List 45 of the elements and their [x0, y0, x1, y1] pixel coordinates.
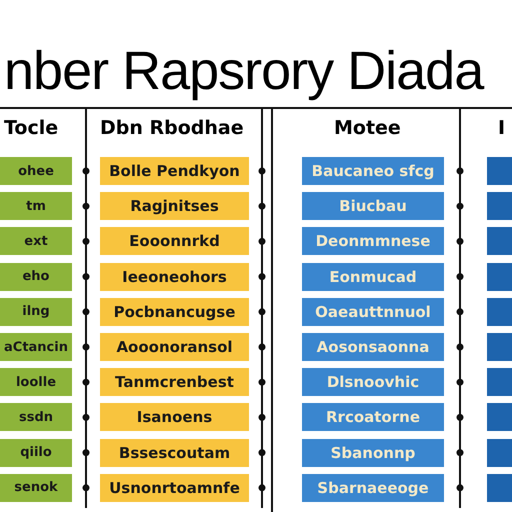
- column-header: Dbn Rbodhae: [100, 117, 244, 139]
- row-box: qiilo: [0, 438, 72, 467]
- row-box: Baucaneo sfcg: [302, 157, 444, 185]
- row-box: aCtancin: [0, 333, 72, 361]
- row-box: ext: [0, 227, 72, 256]
- row-box: Pocbnancugse: [100, 298, 249, 326]
- row-box: Sbarnaeeoge: [302, 474, 444, 502]
- row-bar: [487, 298, 512, 326]
- row-bar: [487, 333, 512, 361]
- row-box: Eonmucad: [302, 262, 444, 291]
- row-bar: [487, 368, 512, 396]
- title: nber Rapsrory Diada: [4, 40, 484, 102]
- row-box: Ieeoneohors: [100, 262, 249, 291]
- row-box: Tanmcrenbest: [100, 368, 249, 396]
- row-bar: [487, 157, 512, 185]
- column-header: Motee: [334, 117, 401, 139]
- row-box: Oaeauttnnuol: [302, 298, 444, 326]
- row-box: Aosonsaonna: [302, 333, 444, 361]
- row-box: ilng: [0, 298, 72, 326]
- row-bar: [487, 227, 512, 256]
- row-box: Usnonrtoamnfe: [100, 474, 249, 502]
- row-bar: [487, 262, 512, 291]
- row-box: eho: [0, 262, 72, 291]
- row-bar: [487, 192, 512, 220]
- row-bar: [487, 474, 512, 502]
- row-box: Aooonoransol: [100, 333, 249, 361]
- row-box: Ragjnitses: [100, 192, 249, 220]
- row-box: ssdn: [0, 403, 72, 432]
- row-box: Dlsnoovhic: [302, 368, 444, 396]
- row-bar: [487, 403, 512, 432]
- row-bar: [487, 438, 512, 467]
- row-box: Deonmmnese: [302, 227, 444, 256]
- row-box: Rrcoatorne: [302, 403, 444, 432]
- row-box: Bssescoutam: [100, 438, 249, 467]
- row-box: Sbanonnp: [302, 438, 444, 467]
- row-box: Isanoens: [100, 403, 249, 432]
- row-box: ohee: [0, 157, 72, 185]
- row-box: senok: [0, 474, 72, 502]
- column-header: I: [498, 117, 506, 139]
- row-box: Biucbau: [302, 192, 444, 220]
- row-box: loolle: [0, 368, 72, 396]
- row-box: Bolle Pendkyon: [100, 157, 249, 185]
- column-header: Tocle: [4, 117, 58, 139]
- row-box: tm: [0, 192, 72, 220]
- row-box: Eooonnrkd: [100, 227, 249, 256]
